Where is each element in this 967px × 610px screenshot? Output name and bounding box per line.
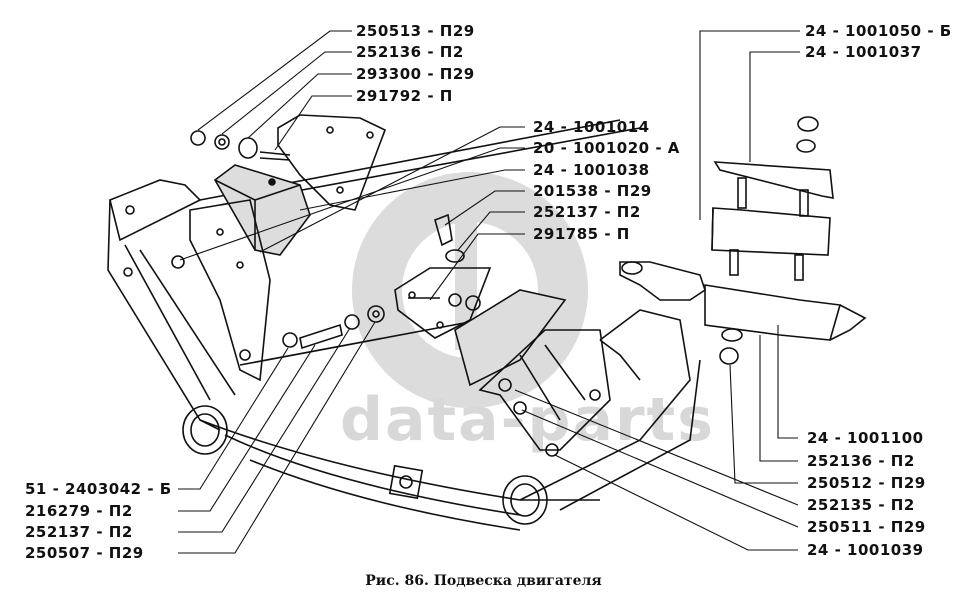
- part-label: 51 - 2403042 - Б: [25, 480, 172, 498]
- part-label: 291792 - П: [356, 87, 453, 105]
- part-label: 252136 - П2: [356, 43, 464, 61]
- part-label: 24 - 1001014: [533, 118, 650, 136]
- part-label: 24 - 1001038: [533, 161, 650, 179]
- part-label: 252135 - П2: [807, 496, 915, 514]
- part-label: 252137 - П2: [533, 203, 641, 221]
- part-label: 293300 - П29: [356, 65, 475, 83]
- part-label: 24 - 1001037: [805, 43, 922, 61]
- center-engine-mount: [394, 213, 611, 457]
- part-label: 216279 - П2: [25, 502, 133, 520]
- leader-lines: [178, 30, 800, 554]
- right-engine-mount: [619, 116, 867, 365]
- part-label: 291785 - П: [533, 225, 630, 243]
- part-label: 24 - 1001050 - Б: [805, 22, 952, 40]
- part-label: 250512 - П29: [807, 474, 926, 492]
- part-label: 20 - 1001020 - А: [533, 139, 680, 157]
- part-label: 201538 - П29: [533, 182, 652, 200]
- watermark-text: data-parts: [340, 385, 715, 455]
- part-label: 250513 - П29: [356, 22, 475, 40]
- part-label: 250511 - П29: [807, 518, 926, 536]
- figure-caption: Рис. 86. Подвеска двигателя: [365, 573, 602, 589]
- left-engine-mount: [171, 114, 387, 382]
- part-label: 24 - 1001039: [807, 541, 924, 559]
- part-label: 252137 - П2: [25, 523, 133, 541]
- part-label: 24 - 1001100: [807, 429, 924, 447]
- part-label: 250507 - П29: [25, 544, 144, 562]
- subframe: [107, 119, 701, 531]
- part-label: 252136 - П2: [807, 452, 915, 470]
